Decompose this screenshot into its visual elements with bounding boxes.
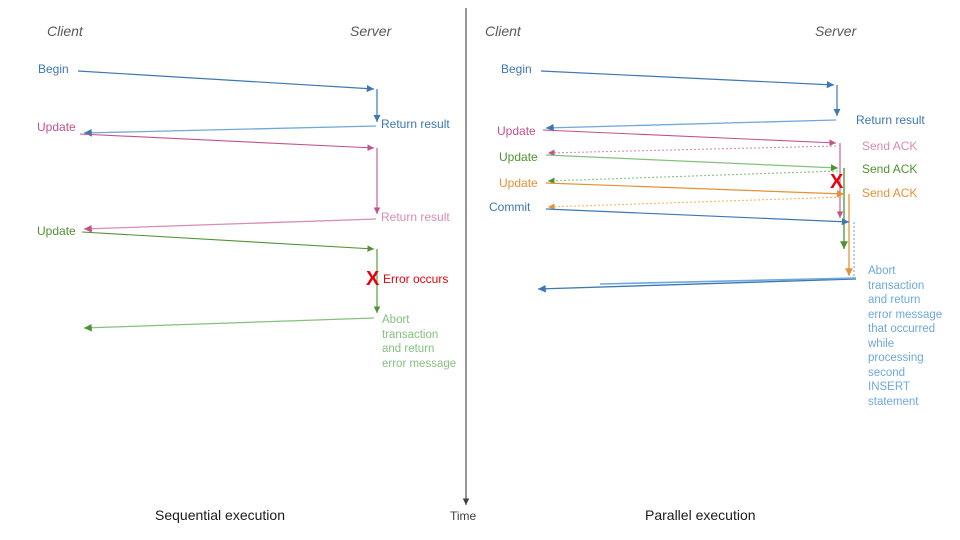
par-abort-line-3: and return	[868, 294, 921, 306]
par-error-x-icon: X	[830, 171, 844, 193]
par-lane-title-client: Client	[485, 23, 521, 39]
arrow-par-update-green	[545, 154, 839, 172]
par-label-update-green: Update	[499, 150, 538, 164]
par-panel-caption: Parallel execution	[645, 507, 756, 523]
seq-label-return1: Return result	[381, 117, 450, 131]
seq-lane-title-client: Client	[47, 23, 83, 39]
par-abort-line-7: processing	[868, 352, 924, 364]
arrow-par-update-pink	[542, 129, 837, 147]
seq-label-error-occurs: Error occurs	[383, 272, 449, 286]
arrow-par-abort	[537, 278, 857, 293]
seq-label-begin: Begin	[38, 62, 69, 76]
arrow-par-update-orange	[545, 182, 845, 198]
par-label-update-pink: Update	[497, 124, 536, 138]
arrow-par-ack-orange	[547, 196, 845, 211]
par-abort-line-9: INSERT	[868, 381, 910, 393]
seq-label-return2: Return result	[381, 210, 450, 224]
time-axis-label: Time	[450, 509, 477, 523]
seq-error-x-icon: X	[366, 268, 380, 290]
par-label-commit: Commit	[489, 200, 531, 214]
parallel-panel-arrows	[537, 70, 857, 293]
seq-label-update-pink: Update	[37, 120, 76, 134]
par-label-ack-pink: Send ACK	[862, 139, 918, 153]
par-label-begin: Begin	[501, 62, 532, 76]
par-abort-block: Abort transaction and return error messa…	[868, 264, 942, 409]
par-label-ack-orange: Send ACK	[862, 186, 918, 200]
seq-abort-line-3: and return	[382, 343, 435, 355]
arrow-par-ack-green	[547, 170, 839, 185]
seq-abort-line-1: Abort	[382, 314, 410, 326]
sequential-panel-arrows	[77, 70, 381, 332]
par-label-return: Return result	[856, 113, 925, 127]
seq-label-update-green: Update	[37, 224, 76, 238]
arrow-seq-update2	[81, 231, 375, 252]
seq-panel-caption: Sequential execution	[155, 507, 285, 523]
par-abort-line-4: error message	[868, 308, 943, 321]
seq-abort-block: Abort transaction and return error messa…	[382, 313, 456, 371]
arrow-seq-begin	[77, 70, 375, 93]
par-abort-line-10: statement	[868, 395, 919, 408]
arrow-seq-return2	[83, 218, 377, 233]
arrow-par-return	[545, 119, 837, 132]
arrow-par-begin	[540, 70, 835, 89]
arrow-par-abort-hi	[599, 277, 857, 285]
par-label-ack-green: Send ACK	[862, 162, 918, 176]
par-abort-line-8: second	[868, 366, 906, 379]
seq-abort-line-4: error message	[382, 357, 457, 370]
arrow-par-ack-pink	[547, 145, 837, 157]
arrow-seq-update1	[79, 133, 375, 151]
arrow-seq-abort	[83, 317, 375, 332]
par-lane-title-server: Server	[815, 23, 857, 39]
par-abort-line-6: while	[868, 337, 895, 350]
par-abort-line-2: transaction	[868, 279, 925, 292]
par-abort-line-1: Abort	[868, 265, 896, 277]
seq-lane-title-server: Server	[350, 23, 392, 39]
par-abort-line-5: that occurred	[868, 323, 936, 335]
arrow-par-commit	[545, 208, 850, 226]
seq-abort-line-2: transaction	[382, 328, 439, 341]
arrow-seq-return1	[83, 125, 377, 137]
par-label-update-orange: Update	[499, 176, 538, 190]
